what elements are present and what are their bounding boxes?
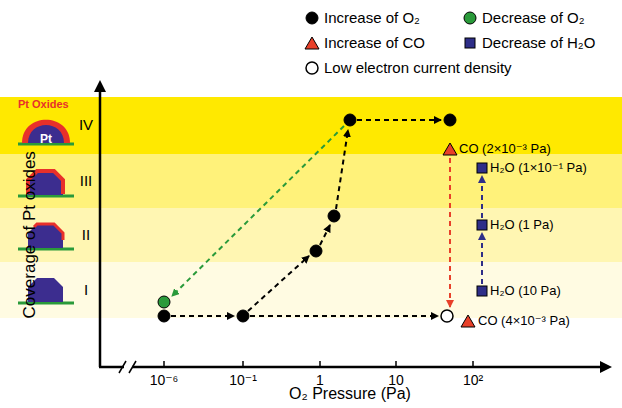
band-numeral: III [80, 172, 93, 189]
point-annotation: H₂O (1 Pa) [490, 218, 554, 233]
band-numeral: IV [79, 116, 93, 133]
oxide-label: Pt Oxides [18, 98, 69, 111]
data-points [158, 114, 487, 327]
trend-arrows [171, 120, 482, 316]
axes [94, 80, 612, 374]
point-annotation: CO (2×10⁻³ Pa) [459, 142, 551, 157]
legend-text: Low electron current density [324, 59, 512, 76]
point-annotation: H₂O (10 Pa) [490, 284, 561, 299]
legend-text: Increase of O₂ [324, 9, 420, 26]
y-axis-title: Coverage of Pt oxides [20, 151, 40, 318]
pt-label: Pt [40, 133, 52, 147]
legend-text: Decrease of H₂O [482, 34, 595, 51]
tick-label: 10⁻¹ [229, 372, 257, 388]
band-numeral: II [82, 226, 90, 243]
tick-label: 1 [316, 372, 324, 388]
band-iii [0, 154, 622, 208]
point-annotation: H₂O (1×10⁻¹ Pa) [490, 161, 587, 176]
band-numeral: I [84, 281, 88, 298]
legend-text: Increase of CO [324, 34, 425, 51]
tick-label: 10 [388, 372, 404, 388]
band-i [0, 262, 622, 318]
legend-text: Decrease of O₂ [482, 9, 585, 26]
band-ii [0, 208, 622, 262]
tick-label: 10⁻⁶ [150, 372, 179, 388]
tick-label: 10² [463, 372, 483, 388]
point-annotation: CO (4×10⁻³ Pa) [478, 314, 570, 329]
